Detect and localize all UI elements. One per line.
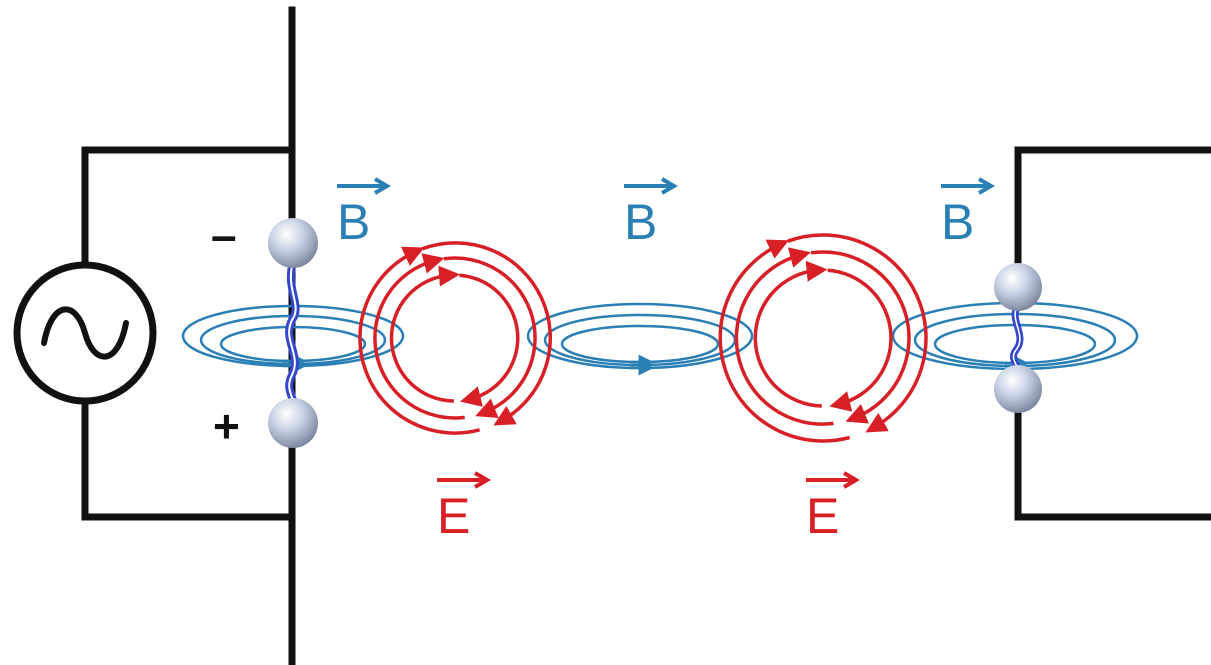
receiver-charge-top <box>994 263 1042 311</box>
ac-source <box>13 261 157 405</box>
electric-field-loop <box>734 247 834 426</box>
electric-field-loop <box>421 241 552 426</box>
receiver-dipole <box>994 263 1042 413</box>
magnetic-field-symbol: B <box>941 194 975 250</box>
electric-field-loop <box>787 233 928 433</box>
positive-terminal-label: + <box>213 400 240 452</box>
magnetic-field-loop <box>543 313 737 367</box>
electric-field-loop <box>753 260 828 408</box>
magnetic-field-label-2: B <box>624 177 678 250</box>
magnetic-field-label-1: B <box>337 177 391 250</box>
arrow-right-icon <box>806 471 860 489</box>
sine-wave-icon <box>41 306 129 360</box>
electric-field-symbol: E <box>437 488 471 544</box>
positive-charge <box>268 398 318 448</box>
magnetic-field-symbol: B <box>337 194 371 250</box>
electric-field-label-1: E <box>437 471 491 544</box>
magnetic-field-symbol: B <box>624 194 658 250</box>
electric-field-lines <box>358 233 928 443</box>
receiver-charge-bottom <box>994 365 1042 413</box>
electric-field-loop <box>827 268 893 412</box>
magnetic-field-label-3: B <box>941 177 995 250</box>
electric-field-loop <box>810 250 911 424</box>
electric-field-loop <box>459 273 520 407</box>
electric-field-loop <box>358 246 481 435</box>
arrow-right-icon <box>624 177 678 195</box>
electric-field-loop <box>718 239 851 443</box>
receiver-circuit <box>1014 146 1211 521</box>
magnetic-field-lines <box>181 301 1139 377</box>
arrow-right-icon <box>941 177 995 195</box>
negative-terminal-label: – <box>211 209 237 261</box>
electric-field-loop <box>443 256 537 418</box>
transmitter-dipole <box>268 218 318 448</box>
negative-charge <box>268 218 318 268</box>
electric-field-loop <box>389 265 460 403</box>
electric-field-label-2: E <box>806 471 860 544</box>
receiver-bottom-wire <box>1014 391 1211 521</box>
receiver-top-wire <box>1014 146 1211 294</box>
arrow-right-icon <box>337 177 391 195</box>
arrow-right-icon <box>437 471 491 489</box>
magnetic-field-loop <box>560 324 720 364</box>
electric-field-symbol: E <box>806 488 840 544</box>
electric-field-loop <box>373 253 465 420</box>
magnetic-field-loop <box>526 302 754 370</box>
